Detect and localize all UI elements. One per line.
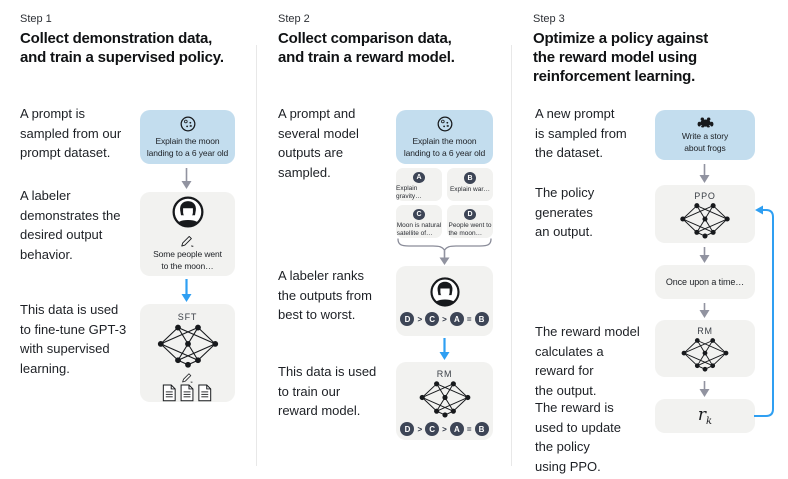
output-text: Explain war…: [449, 186, 491, 193]
rank-circle: B: [474, 312, 489, 326]
rank-circle: A: [449, 422, 464, 436]
step3-title: Optimize a policy against the reward mod…: [533, 30, 709, 86]
step3-caption-prompt: A new prompt is sampled from the dataset…: [535, 106, 627, 160]
step1-title: Collect demonstration data, and train a …: [20, 30, 224, 67]
documents-icon: [162, 384, 211, 402]
flow-arrow-down: [699, 303, 710, 318]
model-label: RM: [436, 369, 453, 379]
model-label: RM: [697, 326, 713, 336]
labeler-output-text: Some people went to the moon…: [153, 249, 222, 271]
step1-caption-sft: This data is used to fine-tune GPT-3 wit…: [20, 302, 127, 376]
ranking-row: D > C > A = B: [400, 312, 489, 326]
step2-caption-rm: This data is used to train our reward mo…: [278, 364, 377, 418]
flow-arrow-down: [439, 250, 450, 265]
output-text: Explain gravity…: [396, 184, 422, 200]
flow-arrow-down: [699, 247, 710, 263]
rm-box: RM D > C > A = B: [396, 362, 493, 440]
reward-symbol-subscript: k: [706, 416, 713, 427]
rank-op: >: [417, 314, 423, 324]
step3-caption-reward-model: The reward model calculates a reward for…: [535, 324, 640, 398]
rank-op: >: [442, 424, 447, 434]
moon-icon: [437, 116, 452, 132]
prompt-text: Explain the moon landing to a 6 year old: [146, 135, 229, 158]
step2-caption-prompt: A prompt and several model outputs are s…: [278, 106, 359, 180]
frog-icon: [697, 117, 713, 128]
network-icon: [681, 338, 729, 372]
step2-label: Step 2: [278, 13, 310, 25]
step3-label: Step 3: [533, 13, 565, 25]
step3-caption-policy: The policy generates an output.: [535, 185, 595, 239]
output-card-b: B Explain war…: [447, 168, 493, 201]
network-icon: [157, 324, 218, 368]
rank-circle: A: [449, 312, 464, 326]
ppo-box: PPO: [655, 185, 755, 243]
policy-output-text: Once upon a time…: [665, 276, 745, 287]
output-card-d: D People went to the moon…: [447, 205, 493, 238]
rank-circle: C: [425, 422, 440, 436]
network-icon: [680, 203, 730, 239]
step1-label: Step 1: [20, 13, 52, 25]
feedback-loop-arrow: [754, 205, 774, 417]
prompt-text: Explain the moon landing to a 6 year old: [403, 135, 486, 158]
output-text: People went to the moon…: [448, 221, 492, 237]
rank-op: >: [442, 314, 447, 324]
step1-caption-labeler: A labeler demonstrates the desired outpu…: [20, 188, 121, 262]
network-icon: [419, 381, 470, 418]
reward-value-box: rk: [655, 399, 755, 433]
reward-symbol-base: r: [697, 405, 707, 425]
pencil-icon: [182, 373, 193, 383]
rank-op: =: [466, 424, 472, 434]
labeler-rank-box: D > C > A = B: [396, 266, 493, 336]
output-card-c: C Moon is natural satellite of…: [396, 205, 442, 238]
flow-arrow-down: [181, 168, 192, 189]
flow-arrow-down: [181, 279, 192, 302]
model-label: SFT: [177, 312, 198, 322]
prompt-box: Explain the moon landing to a 6 year old: [140, 110, 235, 164]
moon-icon: [180, 116, 195, 132]
rank-circle: C: [425, 312, 440, 326]
output-key: A: [413, 172, 425, 183]
output-text: Moon is natural satellite of…: [396, 221, 442, 237]
labeler-icon: [172, 196, 203, 228]
rank-op: >: [417, 424, 423, 434]
output-card-a: A Explain gravity…: [396, 168, 442, 201]
output-key: B: [464, 172, 476, 184]
rank-circle: B: [474, 422, 489, 436]
flow-arrow-down: [699, 164, 710, 183]
column-divider: [256, 45, 257, 466]
reward-symbol: rk: [698, 405, 712, 427]
step1-caption-prompt: A prompt is sampled from our prompt data…: [20, 106, 122, 160]
step2-title: Collect comparison data, and train a rew…: [278, 30, 455, 67]
rank-circle: D: [400, 422, 415, 436]
model-label: PPO: [694, 191, 716, 201]
rm-box: RM: [655, 320, 755, 377]
prompt-box: Explain the moon landing to a 6 year old: [396, 110, 493, 164]
labeler-icon: [429, 277, 460, 307]
rank-circle: D: [400, 312, 415, 326]
pencil-icon: [181, 236, 194, 247]
column-divider: [511, 45, 512, 466]
policy-output-box: Once upon a time…: [655, 265, 755, 299]
labeler-box: Some people went to the moon…: [140, 192, 235, 276]
flow-arrow-down: [699, 381, 710, 397]
step3-caption-ppo-update: The reward is used to update the policy …: [535, 400, 622, 474]
step2-caption-rank: A labeler ranks the outputs from best to…: [278, 268, 372, 322]
sft-box: SFT: [140, 304, 235, 402]
prompt-text: Write a story about frogs: [681, 130, 729, 153]
rank-op: =: [466, 314, 472, 324]
output-key: C: [413, 209, 425, 220]
ranking-row: D > C > A = B: [400, 422, 489, 436]
prompt-box: Write a story about frogs: [655, 110, 755, 160]
output-key: D: [464, 209, 476, 220]
flow-arrow-down: [439, 338, 450, 360]
